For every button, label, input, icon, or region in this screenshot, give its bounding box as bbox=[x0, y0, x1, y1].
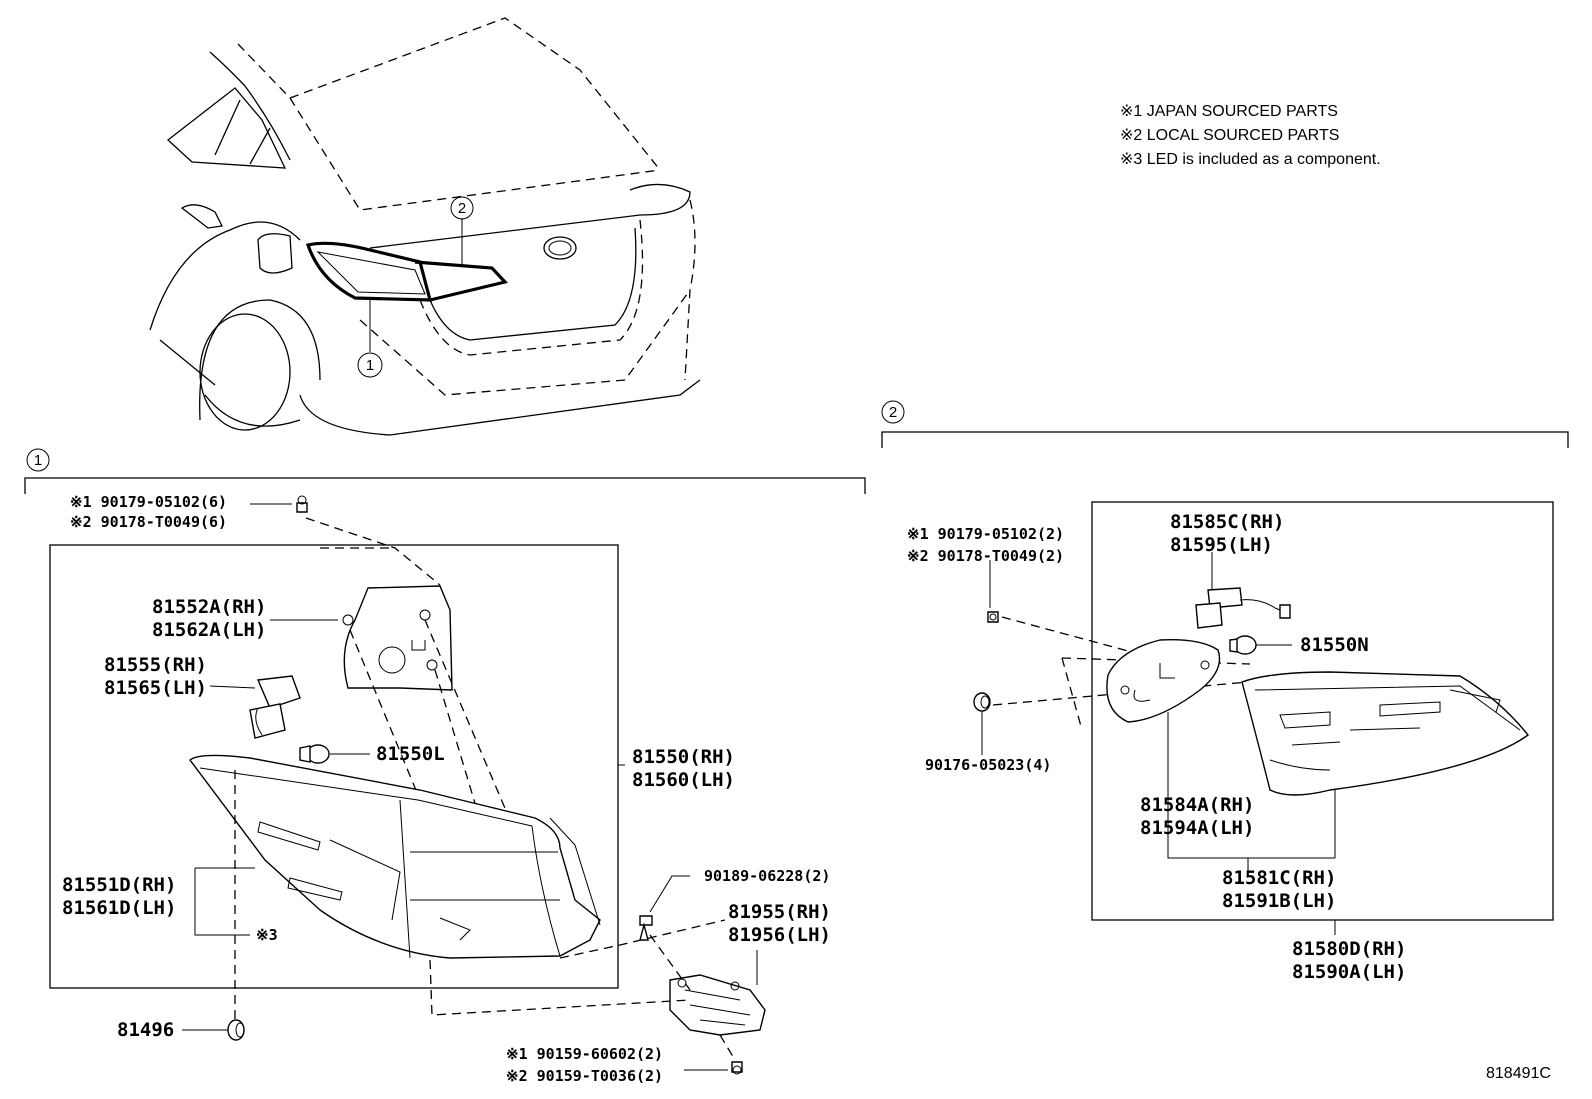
label-gasket-lh: 81562A(LH) bbox=[152, 619, 266, 641]
label-screw-a1: ※1 90179-05102(6) bbox=[70, 493, 227, 511]
car-rear-illustration bbox=[149, 17, 701, 436]
note-japan-sourced: ※1 JAPAN SOURCED PARTS bbox=[1120, 103, 1338, 120]
bracket-icon bbox=[669, 974, 766, 1036]
label-gasket-rh: 81552A(RH) bbox=[152, 596, 266, 618]
label-bracket-lh: 81956(LH) bbox=[728, 924, 831, 946]
grommet-icon bbox=[227, 1019, 245, 1041]
label-screw-a2: ※2 90178-T0049(6) bbox=[70, 513, 227, 531]
svg-text:2: 2 bbox=[889, 404, 897, 421]
label-bulb-81550n: 81550N bbox=[1300, 634, 1369, 656]
label-lens-lh: 81561D(LH) bbox=[62, 897, 176, 919]
label-lens-rh: 81551D(RH) bbox=[62, 874, 176, 896]
note-led-included: ※3 LED is included as a component. bbox=[1120, 151, 1381, 168]
socket-icon bbox=[249, 675, 301, 739]
nut-icon bbox=[973, 692, 991, 712]
label-grommet-81496: 81496 bbox=[117, 1019, 174, 1041]
inner-lamp-lens bbox=[1241, 671, 1530, 796]
bulb-icon-s2 bbox=[1229, 635, 1257, 655]
label-screw-b2: ※2 90159-T0036(2) bbox=[506, 1067, 663, 1085]
svg-text:1: 1 bbox=[366, 357, 374, 374]
label-s2-screw-a2: ※2 90178-T0049(2) bbox=[907, 547, 1064, 565]
callout-2-car: 2 bbox=[450, 196, 474, 220]
label-lamp-lh: 81560(LH) bbox=[632, 769, 735, 791]
note-local-sourced: ※2 LOCAL SOURCED PARTS bbox=[1120, 127, 1339, 144]
svg-text:2: 2 bbox=[458, 200, 466, 217]
label-s2-lens-rh: 81581C(RH) bbox=[1222, 867, 1336, 889]
label-s2-gasket-rh: 81584A(RH) bbox=[1140, 794, 1254, 816]
bulb-icon bbox=[299, 744, 330, 764]
tail-lamp-housing bbox=[189, 754, 601, 959]
section-1-assembly-box bbox=[49, 544, 619, 989]
figure-reference-number: 818491C bbox=[1486, 1065, 1551, 1082]
label-s2-screw-a1: ※1 90179-05102(2) bbox=[907, 525, 1064, 543]
label-s2-socket-rh: 81585C(RH) bbox=[1170, 511, 1284, 533]
label-socket-rh: 81555(RH) bbox=[104, 654, 207, 676]
label-lamp-rh: 81550(RH) bbox=[632, 746, 735, 768]
label-bulb-81550l: 81550L bbox=[376, 743, 445, 765]
label-led-mark: ※3 bbox=[256, 926, 278, 944]
section-2-header: 2 bbox=[881, 400, 1569, 448]
screw-icon-s2 bbox=[987, 611, 999, 623]
screw-icon bbox=[296, 495, 308, 513]
label-clip-90189: 90189-06228(2) bbox=[704, 867, 830, 885]
label-s2-gasket-lh: 81594A(LH) bbox=[1140, 817, 1254, 839]
label-bracket-rh: 81955(RH) bbox=[728, 901, 831, 923]
socket-icon-s2 bbox=[1195, 587, 1291, 629]
gasket-plate bbox=[342, 585, 453, 691]
gasket-s2 bbox=[1106, 639, 1221, 723]
label-s2-lamp-rh: 81580D(RH) bbox=[1292, 938, 1406, 960]
screw-icon-bottom bbox=[731, 1061, 743, 1075]
svg-text:1: 1 bbox=[34, 452, 42, 469]
label-socket-lh: 81565(LH) bbox=[104, 677, 207, 699]
section-1-header: 1 bbox=[24, 448, 866, 494]
label-nut-90176: 90176-05023(4) bbox=[925, 756, 1051, 774]
clip-icon bbox=[639, 915, 653, 941]
label-s2-lens-lh: 81591B(LH) bbox=[1222, 890, 1336, 912]
callout-1-car: 1 bbox=[357, 352, 383, 378]
label-s2-lamp-lh: 81590A(LH) bbox=[1292, 961, 1406, 983]
label-screw-b1: ※1 90159-60602(2) bbox=[506, 1045, 663, 1063]
label-s2-socket-lh: 81595(LH) bbox=[1170, 534, 1273, 556]
section-2-assembly-box bbox=[1091, 501, 1554, 921]
